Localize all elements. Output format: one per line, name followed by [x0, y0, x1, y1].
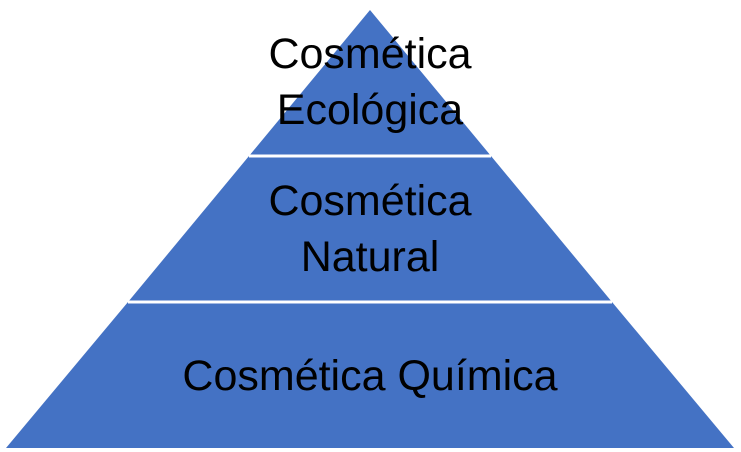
- tier-label-quimica: Cosmética Química: [100, 348, 640, 404]
- tier-label-line: Cosmética: [268, 30, 472, 78]
- tier-label-line: Cosmética Química: [182, 352, 558, 400]
- pyramid-tier-bottom: [6, 302, 734, 448]
- tier-label-line: Cosmética: [268, 177, 472, 225]
- tier-label-natural: Cosmética Natural: [200, 173, 540, 285]
- pyramid-tier-middle: [128, 156, 612, 302]
- tier-label-ecologica: Cosmética Ecológica: [200, 26, 540, 138]
- tier-label-line: Ecológica: [276, 86, 464, 134]
- pyramid-tier-top: [249, 10, 491, 156]
- tier-label-line: Natural: [300, 233, 440, 281]
